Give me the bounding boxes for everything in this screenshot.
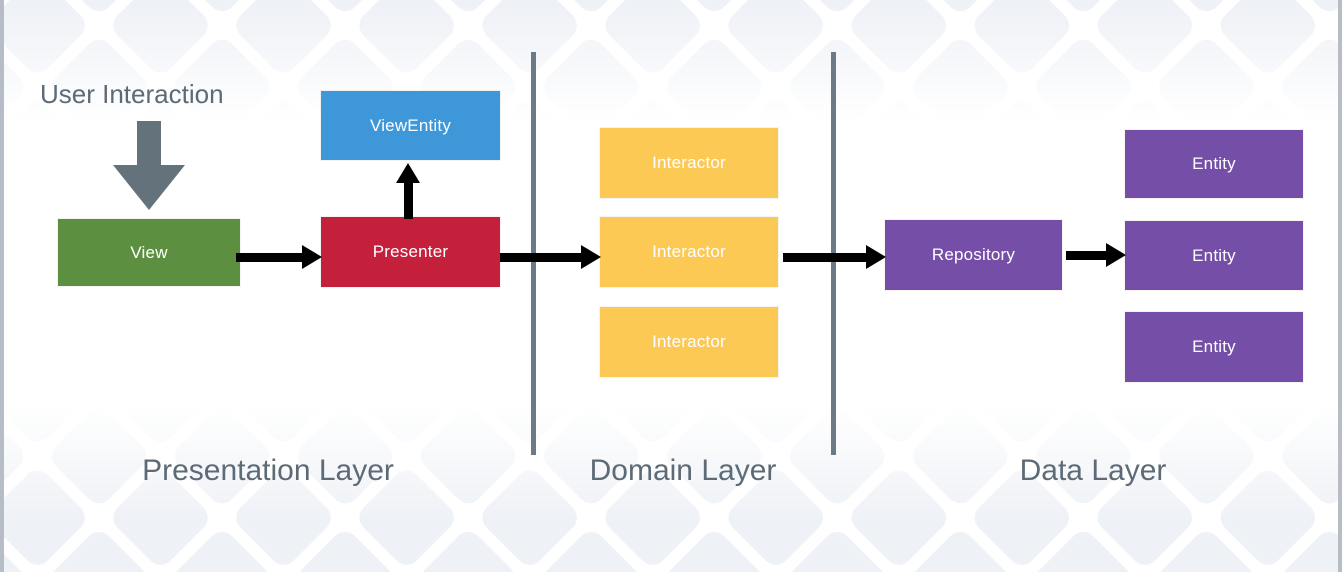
node-viewentity[interactable]: ViewEntity [321,91,500,160]
arrow-shaft [783,253,870,262]
node-interactor-2[interactable]: Interactor [600,217,778,287]
node-label: ViewEntity [369,115,452,135]
node-view[interactable]: View [58,219,240,286]
left-edge-strip [0,0,4,572]
arrow-head [866,245,886,269]
node-label: Interactor [652,242,726,261]
arrow-presenter-to-interactor [500,245,601,269]
node-entity-1[interactable]: Entity [1125,130,1303,198]
node-label: Interactor [652,153,726,172]
node-entity-2[interactable]: Entity [1125,221,1303,290]
arrow-shaft [137,121,161,167]
node-label: View [130,242,168,262]
arrow-interactor-to-repository [783,245,886,269]
node-label: Presenter [372,242,449,261]
node-label: Entity [1192,337,1236,356]
right-edge-strip [1338,0,1342,572]
node-presenter[interactable]: Presenter [321,217,500,287]
node-label: Entity [1192,245,1236,265]
arrow-shaft [500,253,585,262]
arrow-head [581,245,601,269]
node-repository[interactable]: Repository [885,220,1062,290]
node-entity-3[interactable]: Entity [1125,312,1303,382]
arrow-shaft [236,253,306,262]
node-label: Repository [931,245,1016,264]
layer-label-text: Data Layer [1019,454,1167,487]
layer-label-domain: Domain Layer [483,454,883,488]
node-label: Interactor [652,332,726,351]
arrow-shaft [1066,251,1110,260]
layer-label-presentation: Presentation Layer [68,454,468,488]
arrow-head [302,245,322,269]
arrow-view-to-presenter [236,245,322,269]
arrow-head [113,165,185,210]
arrow-presenter-to-viewentity [396,163,420,219]
layer-label-text: Domain Layer [589,454,777,487]
arrow-head [1106,243,1126,267]
arrow-shaft [404,179,413,219]
arrow-repository-to-entity [1066,243,1126,267]
user-interaction-arrow-icon [113,121,185,211]
layer-label-text: Presentation Layer [142,454,394,487]
layer-label-data: Data Layer [893,454,1293,488]
arrow-head [396,163,420,183]
node-interactor-1[interactable]: Interactor [600,128,778,198]
node-interactor-3[interactable]: Interactor [600,307,778,377]
user-interaction-label: User Interaction [40,79,224,109]
node-label: Entity [1192,154,1236,173]
